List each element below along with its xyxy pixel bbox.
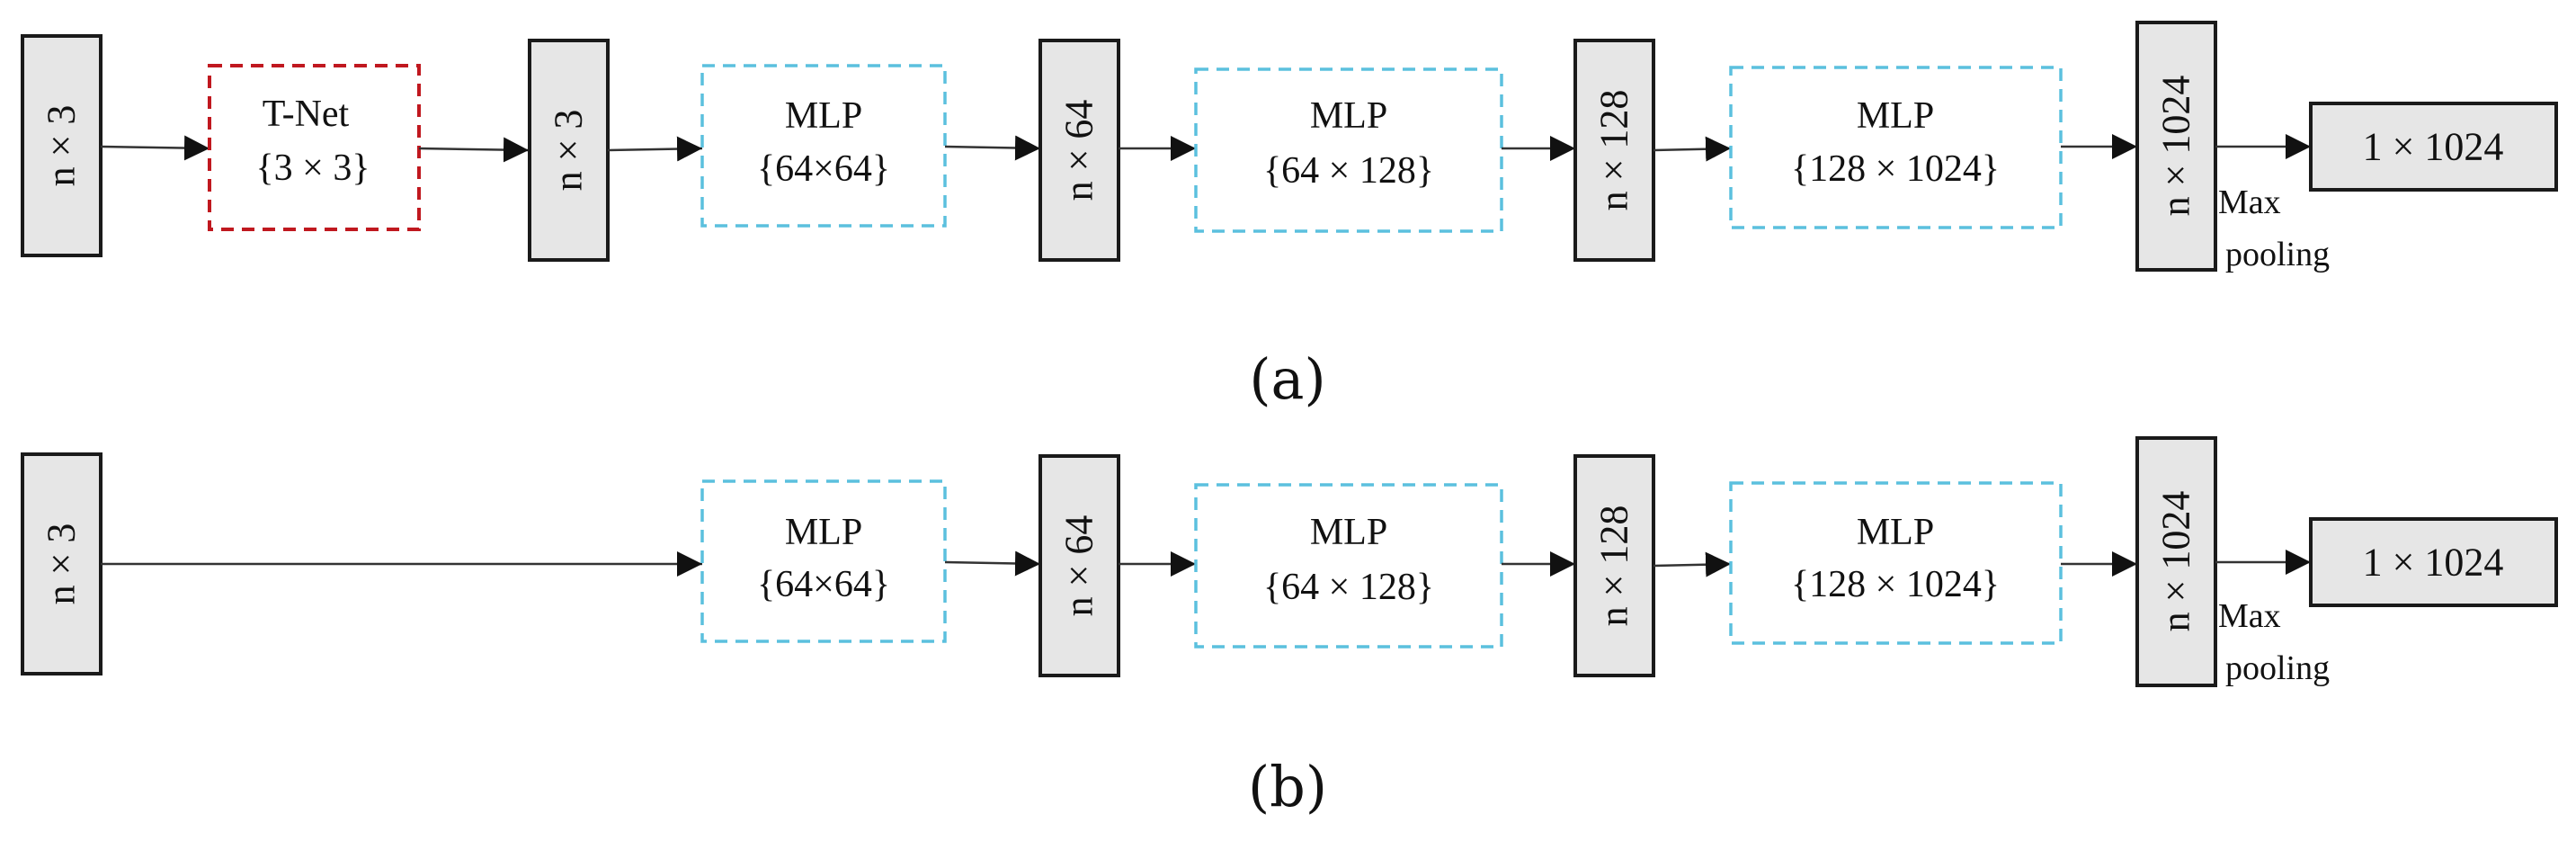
mlp1-block-a: MLP {64×64}: [700, 64, 947, 228]
feature1024-tensor-b: n × 1024: [2135, 436, 2217, 687]
mlp3-block-a: MLP {128 × 1024}: [1729, 66, 2063, 229]
arrow-a-1: [100, 135, 210, 161]
mlp3-size-a: {128 × 1024}: [1791, 148, 2000, 190]
caption-a: (a): [1249, 346, 1325, 412]
feature128-label-b: n × 128: [1592, 505, 1636, 627]
feature128-label-a: n × 128: [1592, 90, 1636, 211]
feature64-label-b: n × 64: [1057, 515, 1101, 617]
mlp2-size-b: {64 × 128}: [1263, 567, 1434, 608]
mlp2-block-a: MLP {64 × 128}: [1194, 67, 1503, 233]
tnet-size: {3 × 3}: [255, 148, 370, 189]
arrow-b-5: [1653, 551, 1732, 577]
mlp1-title-b: MLP: [785, 512, 862, 553]
feature64-tensor-a: n × 64: [1038, 39, 1120, 262]
mlp1-size-b: {64×64}: [757, 564, 890, 605]
maxpool-label-b-line1: Max: [2218, 597, 2281, 635]
mlp2-title-b: MLP: [1310, 512, 1387, 553]
output-label-b: 1 × 1024: [2363, 541, 2504, 585]
feature64-label-a: n × 64: [1057, 100, 1101, 201]
mlp1-title-a: MLP: [785, 95, 862, 137]
output-tensor-a: 1 × 1024: [2309, 102, 2558, 192]
mlp3-title-b: MLP: [1857, 512, 1934, 553]
feature1024-label-b: n × 1024: [2154, 491, 2198, 632]
arrow-a-3: [607, 136, 703, 162]
mlp2-block-b: MLP {64 × 128}: [1194, 483, 1503, 649]
tnet-block: T-Net {3 × 3}: [208, 64, 421, 231]
feature128-tensor-b: n × 128: [1573, 454, 1655, 677]
input-tensor-b-label: n × 3: [40, 523, 84, 605]
maxpool-label-a-line1: Max: [2218, 183, 2281, 221]
maxpool-label-a-line2: pooling: [2225, 236, 2330, 273]
arrow-b-2: [944, 550, 1041, 577]
feature64-tensor-b: n × 64: [1038, 454, 1120, 677]
feature1024-tensor-a: n × 1024: [2135, 21, 2217, 272]
output-tensor-b: 1 × 1024: [2309, 517, 2558, 607]
mlp2-title-a: MLP: [1310, 95, 1387, 137]
input-tensor-a: n × 3: [21, 34, 103, 257]
output-label-a: 1 × 1024: [2363, 125, 2504, 169]
arrow-a-2: [418, 137, 530, 163]
mlp1-block-b: MLP {64×64}: [700, 479, 947, 643]
feature1024-label-a: n × 1024: [2154, 76, 2198, 217]
arrow-a-7: [1653, 136, 1732, 162]
mlp2-size-a: {64 × 128}: [1263, 150, 1434, 192]
mlp3-size-b: {128 × 1024}: [1791, 564, 2000, 605]
input-tensor-a-label: n × 3: [40, 105, 84, 187]
feature128-tensor-a: n × 128: [1573, 39, 1655, 262]
transformed-tensor-label: n × 3: [547, 110, 591, 192]
panel-a: n × 3 T-Net {3 × 3} n × 3 MLP {64×64} n …: [21, 21, 2558, 412]
mlp1-size-a: {64×64}: [757, 148, 890, 190]
maxpool-label-b-line2: pooling: [2225, 649, 2330, 687]
arrow-a-4: [944, 135, 1041, 161]
transformed-tensor-a: n × 3: [528, 39, 610, 262]
input-tensor-b: n × 3: [21, 452, 103, 675]
caption-b: (b): [1248, 754, 1327, 819]
panel-b: n × 3 MLP {64×64} n × 64 MLP {64 × 128} …: [21, 436, 2558, 819]
tnet-title: T-Net: [263, 94, 350, 135]
mlp3-block-b: MLP {128 × 1024}: [1729, 481, 2063, 645]
mlp3-title-a: MLP: [1857, 95, 1934, 137]
